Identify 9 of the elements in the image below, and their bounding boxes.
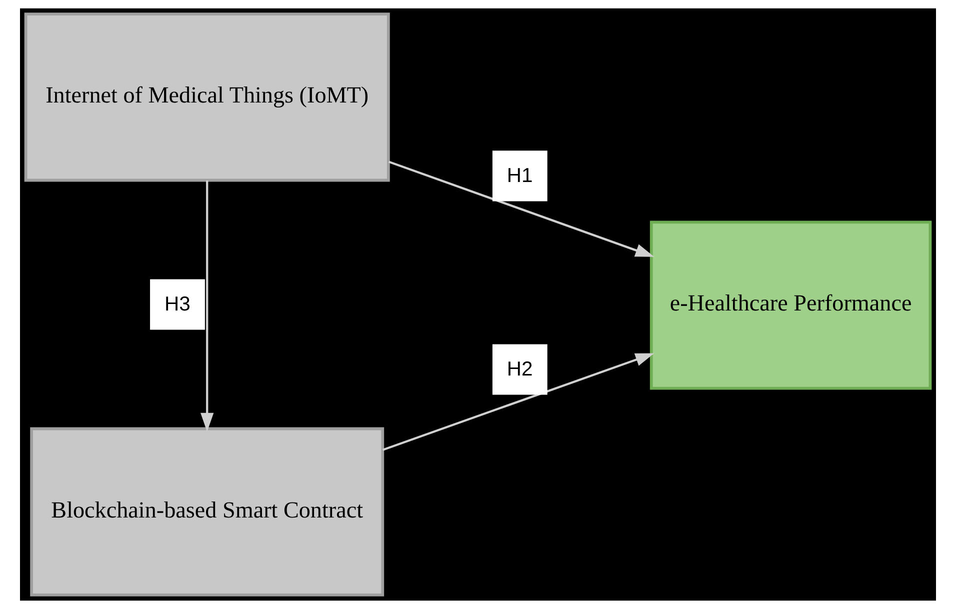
edge-label: H2: [506, 358, 533, 381]
node-box: e-Healthcare Performance: [650, 220, 932, 390]
node-box: Blockchain-based Smart Contract: [30, 427, 384, 596]
arrow: [200, 180, 214, 432]
arrow: [388, 160, 654, 257]
edge-label: H1: [506, 164, 533, 187]
edge-label: H3: [164, 294, 190, 316]
arrow: [382, 353, 654, 451]
node-box: Internet of Medical Things (IoMT): [24, 12, 390, 182]
